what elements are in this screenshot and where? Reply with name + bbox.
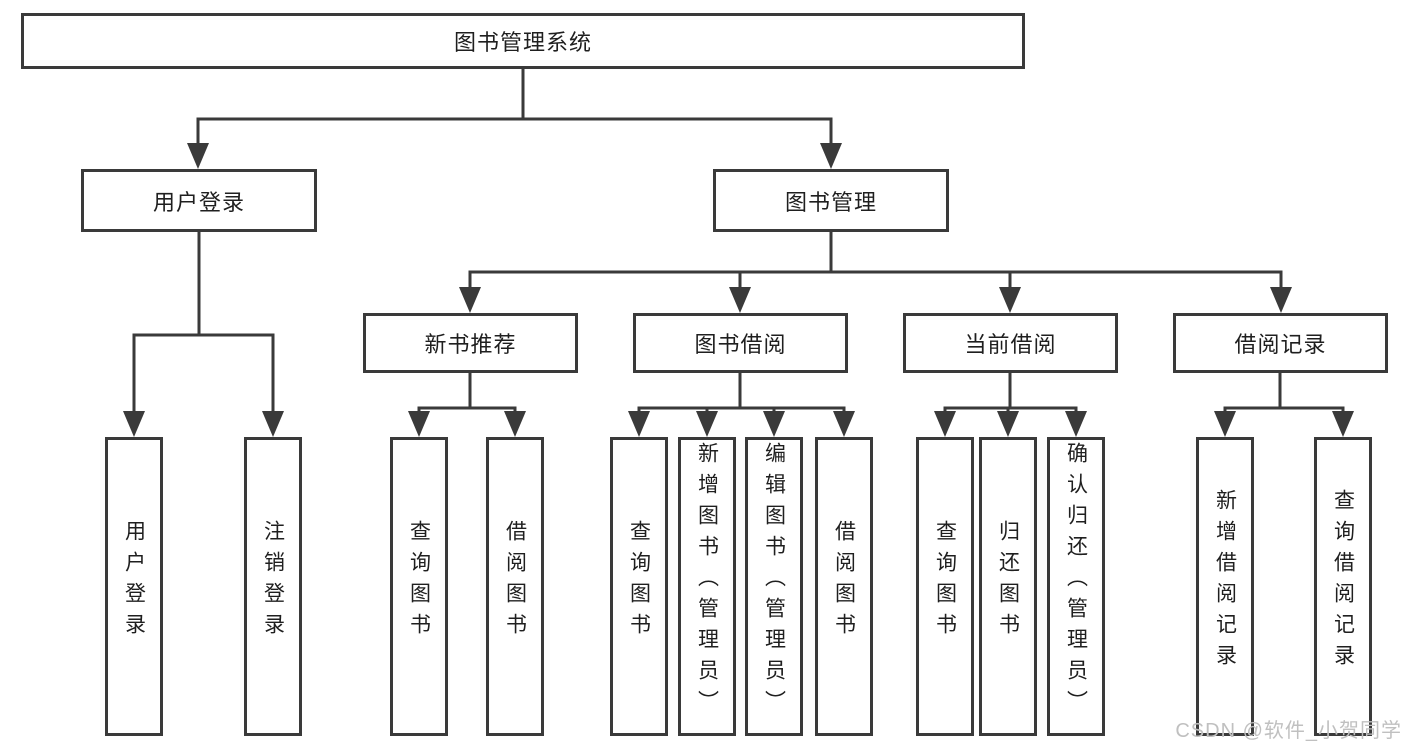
leaf-add-book-admin: 新增图书（管理员）	[678, 437, 736, 736]
node-book-borrow: 图书借阅	[633, 313, 848, 373]
leaf-query-borrow-record: 查询借阅记录	[1314, 437, 1372, 736]
leaf-return-book: 归还图书	[979, 437, 1037, 736]
node-new-book-recommend: 新书推荐	[363, 313, 578, 373]
node-label: 查询图书	[627, 519, 651, 644]
node-label: 图书管理	[784, 189, 877, 215]
connector-borrow-records-to-leaves	[1214, 373, 1354, 437]
leaf-query-books: 查询图书	[916, 437, 974, 736]
node-label: 借阅图书	[832, 519, 856, 644]
node-label: 借阅图书	[503, 519, 527, 644]
leaf-borrow-books: 借阅图书	[486, 437, 544, 736]
node-book-management: 图书管理	[713, 169, 949, 232]
leaf-add-borrow-record: 新增借阅记录	[1196, 437, 1254, 736]
node-label: 新增借阅记录	[1213, 488, 1237, 675]
leaf-query-books: 查询图书	[610, 437, 668, 736]
node-label: 用户登录	[122, 519, 146, 644]
node-label: 确认归还（管理员）	[1064, 442, 1088, 721]
connector-user-login-to-leaves	[123, 232, 284, 437]
node-label: 新增图书（管理员）	[695, 442, 719, 721]
node-borrow-records: 借阅记录	[1173, 313, 1388, 373]
leaf-user-login: 用户登录	[105, 437, 163, 736]
node-label: 新书推荐	[424, 332, 517, 357]
node-label: 注销登录	[261, 519, 285, 644]
node-label: 归还图书	[996, 519, 1020, 644]
leaf-confirm-return-admin: 确认归还（管理员）	[1047, 437, 1105, 736]
node-label: 借阅记录	[1234, 332, 1327, 357]
node-user-login: 用户登录	[81, 169, 317, 232]
node-library-management-system: 图书管理系统	[21, 13, 1025, 69]
connector-current-borrow-to-leaves	[934, 373, 1087, 437]
connector-book-mgmt-to-level3	[459, 232, 1292, 313]
connector-book-borrow-to-leaves	[628, 373, 855, 437]
csdn-watermark: CSDN @软件_小贺同学	[1175, 720, 1402, 742]
leaf-logout: 注销登录	[244, 437, 302, 736]
leaf-edit-book-admin: 编辑图书（管理员）	[745, 437, 803, 736]
node-current-borrow: 当前借阅	[903, 313, 1118, 373]
node-label: 当前借阅	[964, 332, 1057, 357]
node-label: 查询图书	[933, 519, 957, 644]
leaf-borrow-books: 借阅图书	[815, 437, 873, 736]
node-label: 用户登录	[152, 189, 245, 215]
leaf-query-books: 查询图书	[390, 437, 448, 736]
node-label: 图书借阅	[694, 332, 787, 357]
node-label: 查询借阅记录	[1331, 488, 1355, 675]
connector-root-to-level2	[187, 69, 842, 169]
node-label: 编辑图书（管理员）	[762, 442, 786, 721]
connector-new-book-to-leaves	[408, 373, 526, 437]
node-label: 图书管理系统	[453, 30, 592, 55]
node-label: 查询图书	[407, 519, 431, 644]
